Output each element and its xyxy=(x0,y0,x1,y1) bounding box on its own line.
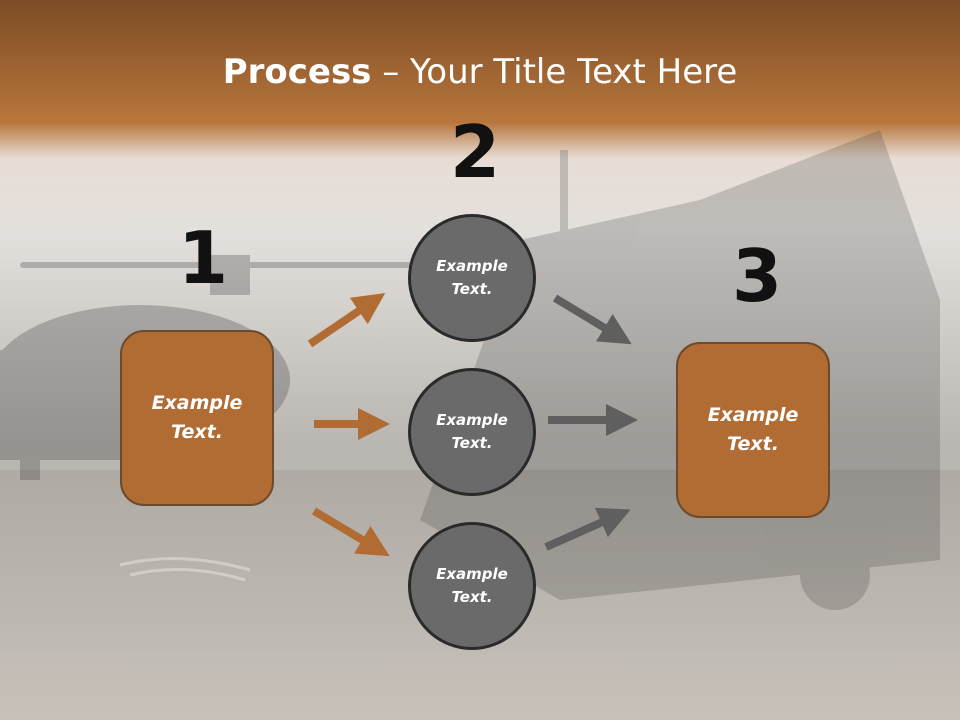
arrow-box-to-top xyxy=(307,293,386,348)
process-circle-bottom: Example Text. xyxy=(408,522,536,650)
arrow-bottom-to-box xyxy=(544,507,631,551)
slide-title: Process – Your Title Text Here xyxy=(0,52,960,92)
process-circle-middle: Example Text. xyxy=(408,368,536,496)
circle-bottom-label: Example Text. xyxy=(436,565,508,606)
circle-top-label: Example Text. xyxy=(436,257,508,298)
step-number-2: 2 xyxy=(450,110,501,194)
process-box-left: Example Text. xyxy=(120,330,274,506)
arrow-top-to-box xyxy=(552,294,632,345)
arrow-box-to-bottom xyxy=(311,507,390,557)
title-rest: – Your Title Text Here xyxy=(371,52,738,92)
step-number-3: 3 xyxy=(732,234,783,318)
process-circle-top: Example Text. xyxy=(408,214,536,342)
box-right-label: Example Text. xyxy=(707,404,799,455)
box-left-label: Example Text. xyxy=(151,392,243,443)
title-bold: Process xyxy=(222,52,372,92)
step-number-1: 1 xyxy=(178,216,229,300)
process-box-right: Example Text. xyxy=(676,342,830,518)
circle-middle-label: Example Text. xyxy=(436,411,508,452)
